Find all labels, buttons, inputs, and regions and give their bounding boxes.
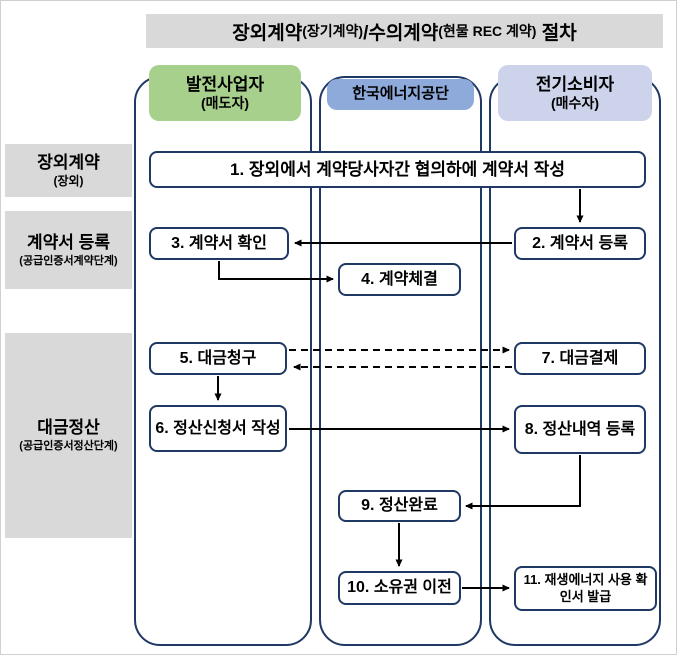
process-box-4-conclude-contract: 4. 계약체결 [338,263,461,296]
process-box-5-payment-claim: 5. 대금청구 [149,342,287,375]
process-box-9-settlement-complete: 9. 정산완료 [338,490,461,522]
row-label-title: 계약서 등록 [27,232,110,252]
row-label-title: 장외계약 [37,152,100,172]
process-box-2-register-contract: 2. 계약서 등록 [514,227,646,260]
process-box-3-confirm-contract: 3. 계약서 확인 [149,227,289,260]
column-header-consumer: 전기소비자 (매수자) [498,65,652,121]
flowchart-title-bar: 장외계약(장기계약)/수의계약(현물 REC 계약) 절차 [146,14,663,48]
column-header-sublabel: (매수자) [551,94,599,111]
title-part-main: 절차 [536,22,577,44]
title-part-sub: (장기계약) [302,23,364,39]
column-header-label: 한국에너지공단 [352,85,449,103]
row-label-settlement: 대금정산 (공급인증서정산단계) [5,333,132,538]
row-label-subtitle: (장외) [53,173,84,188]
process-box-10-ownership-transfer: 10. 소유권 이전 [338,571,461,605]
column-header-generator: 발전사업자 (매도자) [149,65,301,121]
title-part-main: /수의계약 [363,22,439,44]
row-label-otc-contract: 장외계약 (장외) [5,144,132,197]
row-label-title: 대금정산 [37,418,100,438]
column-header-energy-agency: 한국에너지공단 [327,79,474,110]
row-label-subtitle: (공급인증서정산단계) [19,440,118,453]
lane-energy-agency [319,76,482,646]
process-box-6-settlement-request: 6. 정산신청서 작성 [149,405,287,452]
process-box-11-certificate-issue: 11. 재생에너지 사용 확인서 발급 [514,566,657,611]
column-header-sublabel: (매도자) [201,94,249,111]
process-box-7-payment: 7. 대금결제 [514,342,646,375]
row-label-subtitle: (공급인증서계약단계) [19,254,118,267]
process-box-8-settlement-details: 8. 정산내역 등록 [514,405,646,454]
column-header-label: 전기소비자 [535,74,615,94]
process-box-1-draft-contract: 1. 장외에서 계약당사자간 협의하에 계약서 작성 [149,151,646,188]
row-label-contract-registration: 계약서 등록 (공급인증서계약단계) [5,211,132,289]
title-part-main: 장외계약 [232,22,303,44]
column-header-label: 발전사업자 [185,74,265,94]
title-part-sub: (현물 REC 계약) [438,23,537,39]
